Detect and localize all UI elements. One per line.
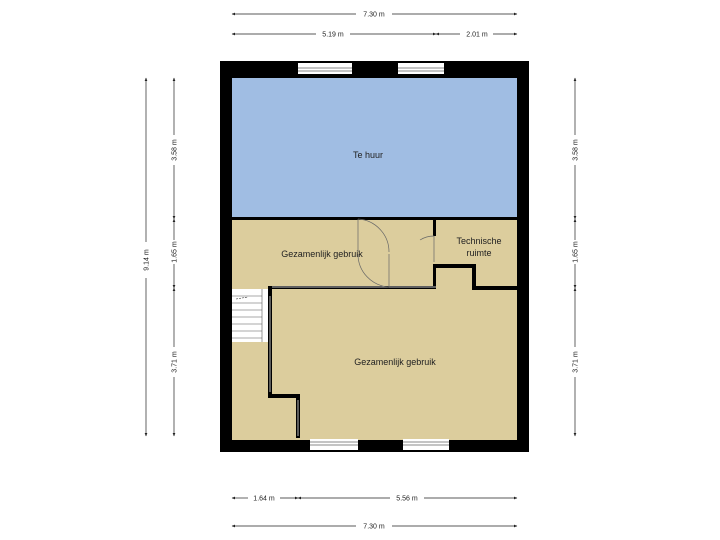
dim-left-middle: 1.65 m	[172, 241, 179, 263]
left-dimensions	[144, 77, 176, 437]
room-technische-ruimte	[436, 221, 517, 288]
dim-top-left: 5.19 m	[322, 32, 344, 39]
room-label-te-huur: Te huur	[353, 150, 383, 160]
dim-bottom-total: 7.30 m	[363, 524, 385, 531]
dim-top-right: 2.01 m	[466, 32, 488, 39]
dim-right-middle: 1.65 m	[573, 241, 580, 263]
room-te-huur	[232, 78, 517, 219]
windows-bottom	[310, 439, 449, 450]
dim-left-lower: 3.71 m	[172, 351, 179, 373]
dim-bottom-right: 5.56 m	[396, 496, 418, 503]
dim-right-upper: 3.58 m	[573, 139, 580, 161]
staircase	[232, 289, 268, 342]
room-label-gezamenlijk-upper: Gezamenlijk gebruik	[281, 249, 363, 259]
top-dimensions	[231, 12, 518, 36]
dim-left-total: 9.14 m	[144, 249, 151, 271]
dim-right-lower: 3.71 m	[573, 351, 580, 373]
room-label-gezamenlijk-lower: Gezamenlijk gebruik	[354, 357, 436, 367]
dim-left-upper: 3.58 m	[172, 139, 179, 161]
room-label-technische-line1: Technische	[456, 236, 501, 246]
glass-partitions	[269, 286, 436, 436]
dim-bottom-left: 1.64 m	[253, 496, 275, 503]
doors	[357, 218, 435, 288]
bottom-dimensions	[231, 496, 518, 528]
windows-top	[298, 63, 444, 74]
dim-top-total: 7.30 m	[363, 12, 385, 19]
room-label-technische-line2: ruimte	[466, 248, 491, 258]
